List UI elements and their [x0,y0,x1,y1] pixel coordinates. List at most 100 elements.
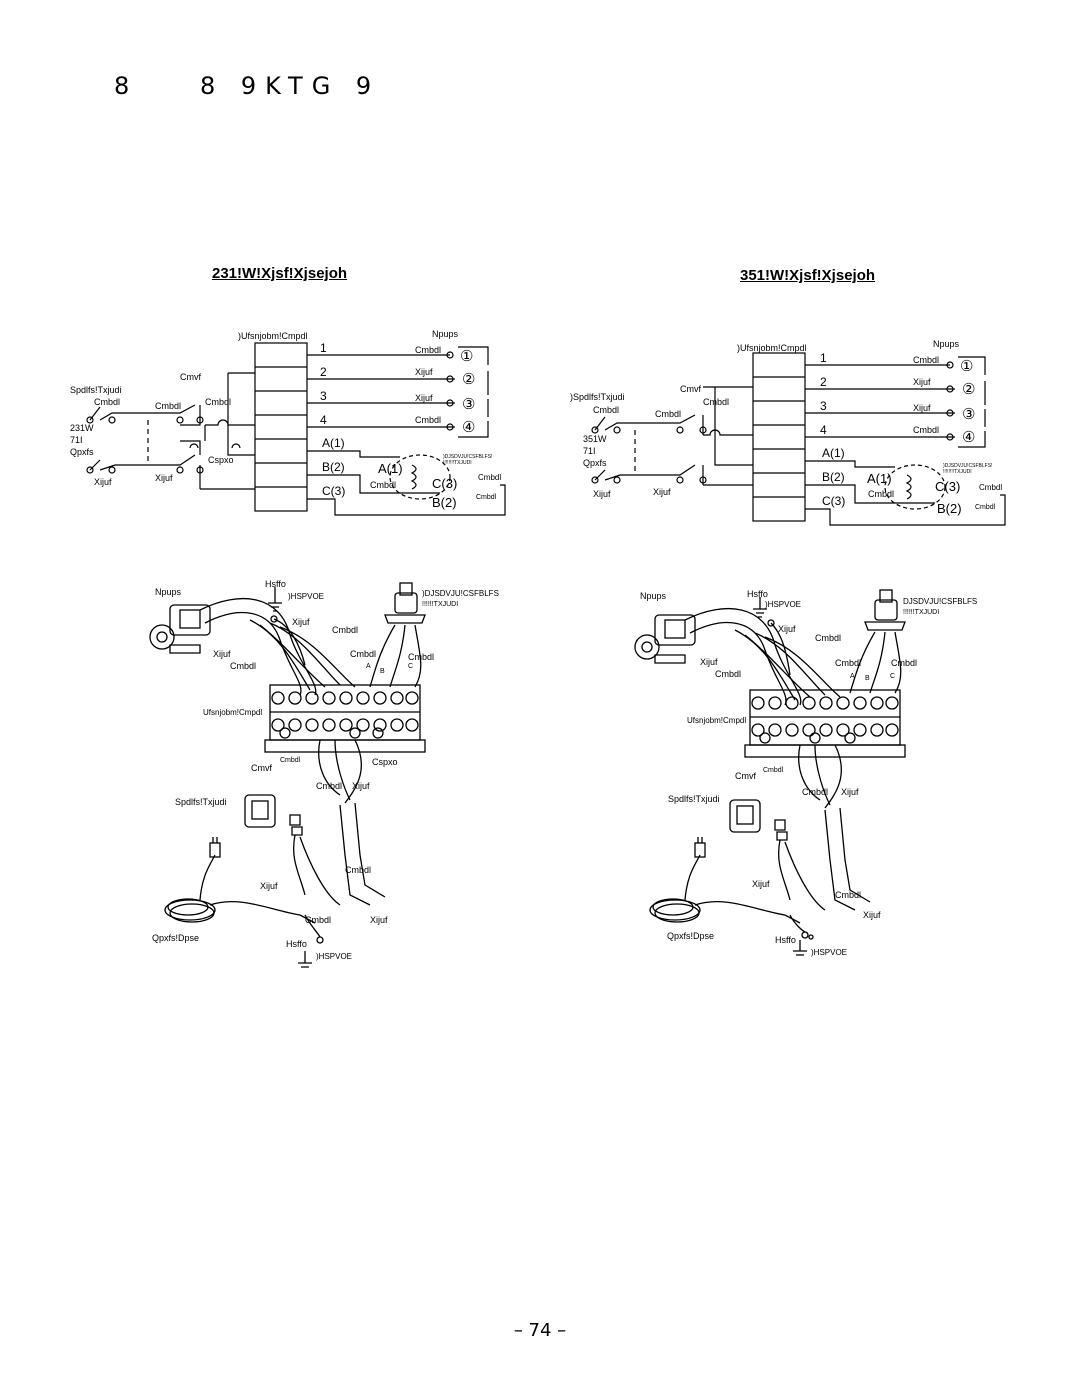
terminal-1: 1 [320,341,327,355]
power-cord-label: Qpxfs!Dpse [152,933,199,943]
black-label-1: Cmbdl [332,625,358,635]
terminal-2: 2 [320,365,327,379]
white-label-5: Xijuf [370,915,388,925]
diagram-title-left: 231!W!Xjsf!Xjsejoh [212,265,348,282]
black-label-6: Cmbdl [835,890,861,900]
motor-wire-4: Cmbdl [415,415,441,425]
voltage-label: 351W [583,434,607,444]
terminal-3: 3 [820,399,827,413]
terminal-block-label: )Ufsnjobm!Cmpdl [737,343,807,353]
terminal-4: 4 [820,423,827,437]
breaker-b2: B(2) [432,495,457,510]
wiring-illustration-right: Npups Hsffo )HSPVOE DJSDVJU!CSFBLFS !!!!… [634,589,977,957]
breaker-b: B [380,668,385,675]
switch-label: !!!!!!TXJUDI [903,609,939,616]
ground-label: )HSPVOE [288,592,324,601]
switch-label: !!!!!!TXJUDI [422,601,458,608]
hz-label: 71I [70,435,83,445]
green-label-2: Hsffo [286,939,307,949]
brown-label: Cspxo [208,455,234,465]
black-label-3: Cmbdl [350,649,376,659]
terminal-b2: B(2) [822,470,845,484]
blue-label: Cmvf [680,384,701,394]
ground-label: )HSPVOE [765,600,801,609]
terminal-c3: C(3) [322,484,345,498]
breaker-label-2: !!!!!!!!TXJUDI [943,469,972,475]
blue-label: Cmvf [735,771,756,781]
motor-wire-2: Xijuf [415,367,433,377]
power-cord-label: Qpxfs!Dpse [667,931,714,941]
terminal-b2: B(2) [322,460,345,474]
black-label-4: Cmbdl [408,652,434,662]
white-label-2: Xijuf [700,657,718,667]
motor-terminal-3: ③ [462,396,475,413]
terminal-block-label: Ufsnjobm!Cmpdl [687,716,746,725]
rocker-black-label: Cmbdl [94,397,120,407]
breaker-c3: C(3) [935,479,960,494]
ground-label-2: )HSPVOE [811,948,847,957]
black-label-4: Cmbdl [891,658,917,668]
page-number: – 74 – [513,1320,567,1341]
terminal-1: 1 [820,351,827,365]
wiring-illustration-left: Npups Hsffo )HSPVOE )DJSDVJU!CSFBLFS !!!… [149,579,499,968]
black-small-label: Cmbdl [280,757,301,764]
breaker-c3-black: Cmbdl [979,483,1002,492]
black-label-7: Cmbdl [305,915,331,925]
wiring-schematic-right: )Ufsnjobm!Cmpdl Npups Cmvf Cmbdl Cmbdl )… [570,339,1006,526]
rocker-switch-label: )Spdlfs!Txjudi [570,392,625,402]
motor-label: Npups [155,587,182,597]
rocker-switch-label: Spdlfs!Txjudi [70,385,122,395]
black-label-2: Cmbdl [655,409,681,419]
white-label-2: Xijuf [653,487,671,497]
terminal-block-label: )Ufsnjobm!Cmpdl [238,331,308,341]
white-label-1: Xijuf [292,617,310,627]
white-label-3: Xijuf [841,787,859,797]
breaker-b2-black: Cmbdl [975,504,996,511]
power-label: Qpxfs [70,447,94,457]
green-label: Hsffo [747,589,768,599]
breaker-label: DJSDVJU!CSFBLFS [903,597,977,606]
motor-terminal-4: ④ [962,429,975,446]
motor-label: Npups [640,591,667,601]
breaker-b: B [865,675,870,682]
motor-terminal-4: ④ [462,419,475,436]
breaker-label-2: !!!!!!!!TXJUDI [443,460,472,466]
black-small-label: Cmbdl [763,767,784,774]
terminal-c3: C(3) [822,494,845,508]
terminal-4: 4 [320,413,327,427]
motor-wire-3: Xijuf [913,403,931,413]
voltage-label: 231W [70,423,94,433]
rocker-switch-label: Spdlfs!Txjudi [668,794,720,804]
terminal-a1: A(1) [822,446,845,460]
header-right: 8 9KTG 9 [200,72,381,100]
rocker-switch-label: Spdlfs!Txjudi [175,797,227,807]
motor-wire-3: Xijuf [415,393,433,403]
black-label-1: Cmbdl [815,633,841,643]
brown-label: Cspxo [372,757,398,767]
black-label: Cmbdl [205,397,231,407]
black-label-2: Cmbdl [715,669,741,679]
breaker-c3-black: Cmbdl [478,473,501,482]
white-label-1: Xijuf [778,624,796,634]
black-label-6: Cmbdl [345,865,371,875]
breaker-black-label: Cmbdl [370,480,396,490]
white-label-2: Xijuf [213,649,231,659]
wiring-schematic-left: )Ufsnjobm!Cmpdl Npups Cmvf Cmbdl Cmbdl C… [70,329,506,516]
black-label-3: Cmbdl [835,658,861,668]
terminal-3: 3 [320,389,327,403]
terminal-block-label: Ufsnjobm!Cmpdl [203,708,262,717]
motor-terminal-2: ② [962,381,975,398]
white-label: Xijuf [593,489,611,499]
motor-wire-1: Cmbdl [913,355,939,365]
breaker-a1: A(1) [867,471,892,486]
power-label: Qpxfs [583,458,607,468]
green-label: Hsffo [265,579,286,589]
breaker-label: )DJSDVJU!CSFBLFS! [943,463,992,469]
black-label-5: Cmbdl [802,787,828,797]
breaker-label: )DJSDVJU!CSFBLFS [422,589,499,598]
breaker-label: )DJSDVJU!CSFBLFS! [443,454,492,460]
breaker-c: C [408,663,413,670]
hz-label: 71I [583,446,596,456]
breaker-b2: B(2) [937,501,962,516]
diagram-title-right: 351!W!Xjsf!Xjsejoh [740,267,876,284]
